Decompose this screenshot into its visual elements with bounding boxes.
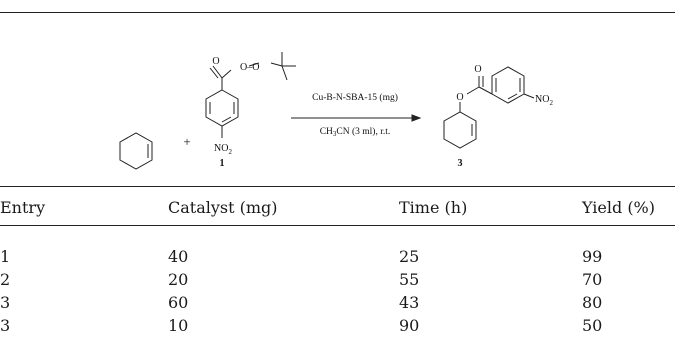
cell-catalyst: 60 — [168, 293, 189, 312]
cell-entry: 3 — [0, 316, 11, 335]
carbonyl-oxygen-label: O — [212, 56, 219, 67]
compound-1-label: 1 — [220, 158, 225, 169]
top-rule — [0, 12, 675, 13]
cyclohexene-structure — [119, 132, 153, 170]
cell-yield: 80 — [582, 293, 603, 312]
header-entry: Entry — [0, 198, 46, 217]
cell-entry: 2 — [0, 270, 11, 289]
cell-yield: 99 — [582, 247, 603, 266]
nitro-label-product: NO2 — [535, 94, 553, 107]
catalyst-condition: Cu-B-N-SBA-15 (mg) — [312, 92, 398, 103]
product-structure — [443, 66, 535, 149]
cell-entry: 3 — [0, 293, 11, 312]
cell-entry: 1 — [0, 247, 11, 266]
cell-time: 55 — [399, 270, 420, 289]
header-rule — [0, 225, 675, 226]
header-catalyst: Catalyst (mg) — [168, 198, 278, 217]
cell-catalyst: 40 — [168, 247, 189, 266]
cell-catalyst: 20 — [168, 270, 189, 289]
cell-time: 90 — [399, 316, 420, 335]
scheme-table-divider — [0, 186, 675, 187]
solvent-condition: CH3CN (3 ml), r.t. — [320, 126, 391, 138]
nitro-label-reagent: NO2 — [214, 143, 232, 156]
peroxide-label: O–O — [240, 62, 259, 73]
perester-structure — [205, 52, 296, 138]
header-yield: Yield (%) — [582, 198, 655, 217]
cell-yield: 50 — [582, 316, 603, 335]
cell-yield: 70 — [582, 270, 603, 289]
compound-3-label: 3 — [458, 158, 463, 169]
cell-catalyst: 10 — [168, 316, 189, 335]
cell-time: 25 — [399, 247, 420, 266]
product-carbonyl-label: O — [474, 64, 481, 75]
plus-sign: + — [183, 134, 190, 149]
header-time: Time (h) — [399, 198, 468, 217]
reaction-scheme: + O O–O NO2 1 Cu-B-N-SBA-15 (mg) CH3CN (… — [119, 52, 553, 170]
ester-oxygen-label: O — [456, 92, 463, 103]
cell-time: 43 — [399, 293, 420, 312]
